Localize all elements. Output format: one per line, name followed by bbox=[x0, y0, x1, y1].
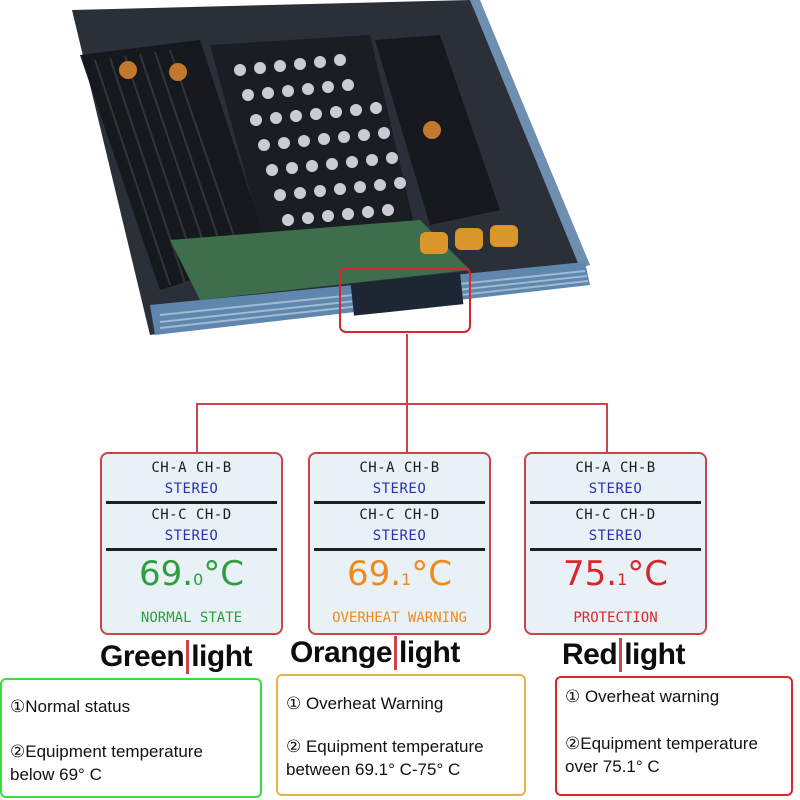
temperature-readout: 75.1°C bbox=[562, 554, 668, 594]
channel-cd-label: CH-C CH-D bbox=[151, 507, 232, 523]
temperature-readout: 69.1°C bbox=[346, 554, 452, 594]
note-line-1: ① Overheat warning bbox=[565, 687, 720, 706]
channel-ab-label: CH-A CH-B bbox=[575, 460, 656, 476]
connector-line-left bbox=[196, 403, 198, 453]
note-line-2: ② Equipment temperature bbox=[286, 737, 484, 756]
stereo-label-top: STEREO bbox=[164, 481, 219, 497]
temperature-readout: 69.0°C bbox=[138, 554, 244, 594]
note-line-3: below 69° C bbox=[10, 765, 102, 784]
channel-cd-label: CH-C CH-D bbox=[575, 507, 656, 523]
note-box-orange: ① Overheat Warning ② Equipment temperatu… bbox=[276, 674, 526, 796]
note-line-1: ① Overheat Warning bbox=[286, 694, 444, 713]
connector-line-right bbox=[606, 403, 608, 453]
lcd-panel-red: CH-A CH-B STEREO CH-C CH-D STEREO 75.1°C… bbox=[524, 452, 707, 635]
connector-line-center bbox=[406, 403, 408, 453]
channel-ab-label: CH-A CH-B bbox=[359, 460, 440, 476]
channel-cd-label: CH-C CH-D bbox=[359, 507, 440, 523]
divider bbox=[106, 501, 277, 504]
stereo-label-top: STEREO bbox=[372, 481, 427, 497]
stereo-label-top: STEREO bbox=[588, 481, 643, 497]
lcd-panel-orange: CH-A CH-B STEREO CH-C CH-D STEREO 69.1°C… bbox=[308, 452, 491, 635]
note-line-3: over 75.1° C bbox=[565, 757, 660, 776]
connector-line-vertical bbox=[406, 334, 408, 404]
stereo-label-bottom: STEREO bbox=[588, 528, 643, 544]
lcd-panel-green: CH-A CH-B STEREO CH-C CH-D STEREO 69.0°C… bbox=[100, 452, 283, 635]
state-label: PROTECTION bbox=[573, 610, 658, 626]
divider bbox=[106, 548, 277, 551]
stereo-label-bottom: STEREO bbox=[372, 528, 427, 544]
note-box-red: ① Overheat warning ②Equipment temperatur… bbox=[555, 676, 793, 796]
state-label: NORMAL STATE bbox=[140, 610, 243, 626]
note-line-1: ①Normal status bbox=[10, 697, 131, 716]
connector-line-horizontal bbox=[196, 403, 608, 405]
divider bbox=[314, 501, 485, 504]
note-line-2: ②Equipment temperature bbox=[565, 734, 758, 753]
note-line-2: ②Equipment temperature bbox=[10, 742, 203, 761]
state-label: OVERHEAT WARNING bbox=[332, 610, 467, 626]
note-box-green: ①Normal status ②Equipment temperature be… bbox=[0, 678, 262, 798]
divider bbox=[530, 548, 701, 551]
channel-ab-label: CH-A CH-B bbox=[151, 460, 232, 476]
divider bbox=[530, 501, 701, 504]
divider bbox=[314, 548, 485, 551]
amplifier-photo bbox=[72, 0, 590, 335]
stereo-label-bottom: STEREO bbox=[164, 528, 219, 544]
note-line-3: between 69.1° C-75° C bbox=[286, 760, 461, 779]
